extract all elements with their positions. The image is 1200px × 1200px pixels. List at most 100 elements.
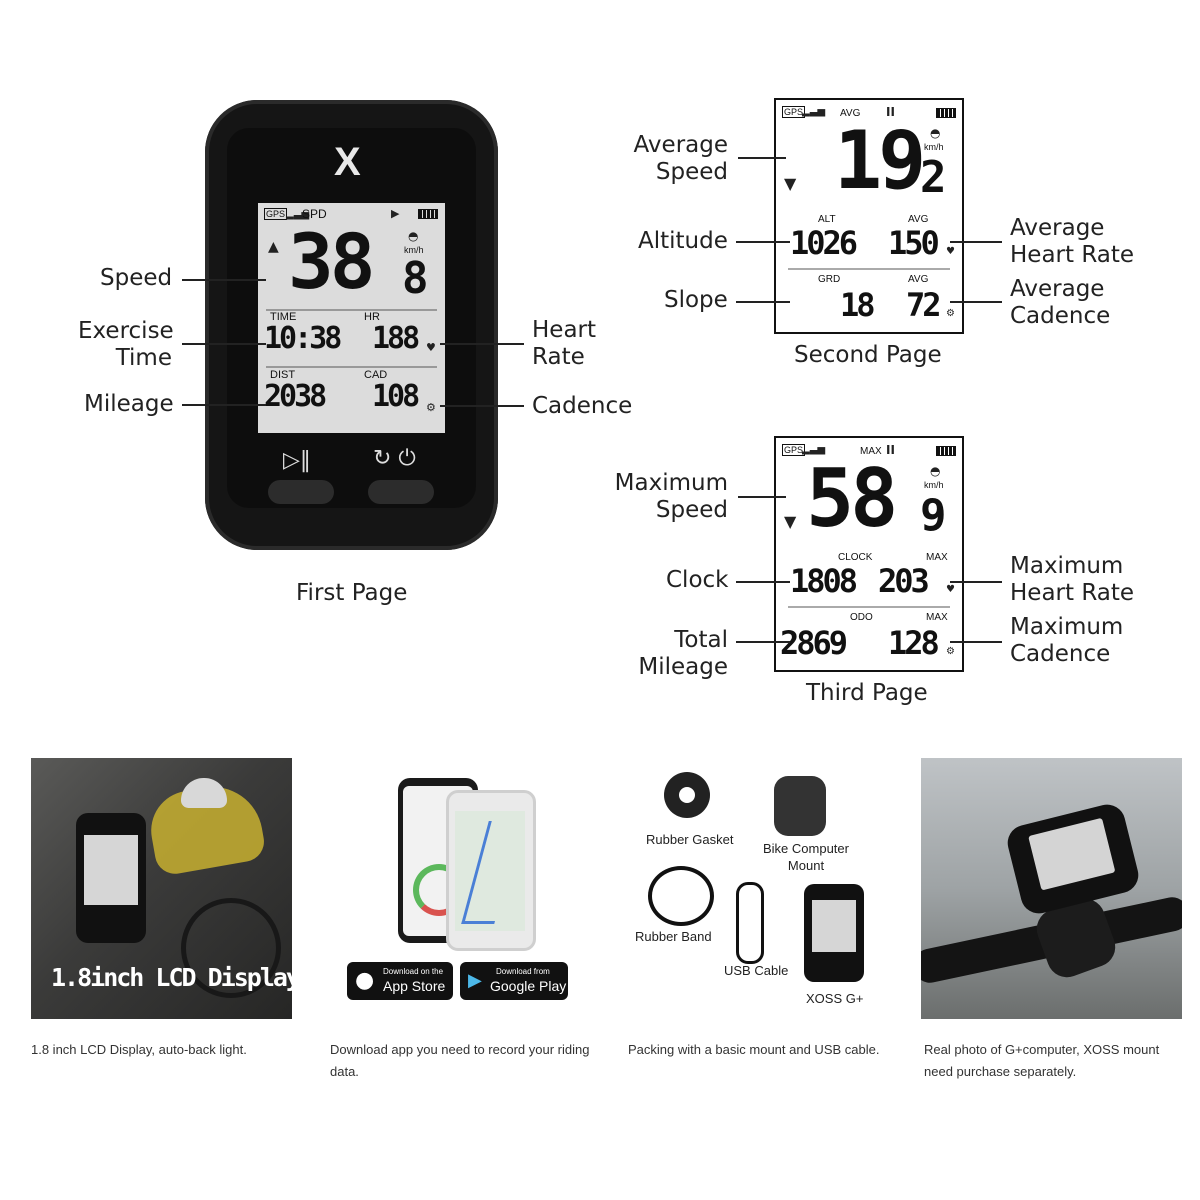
panel1-overlay-text: 1.8inch LCD Display [51, 963, 292, 992]
google-play-small-text: Download from [496, 967, 550, 976]
callout-total-mileage: Total Mileage [620, 627, 728, 681]
third-speed-minor: 9 [920, 490, 947, 541]
bike-wheel [181, 898, 281, 998]
speed-major-value: 38 [288, 217, 375, 306]
hr-value: 188 [372, 321, 420, 356]
device-logo: X [334, 140, 361, 184]
speed-minor-value: 8 [402, 253, 429, 304]
second-speed-minor: 2 [920, 152, 947, 203]
callout-line-speed [182, 279, 266, 281]
avg-cad-value: 72 [906, 286, 941, 324]
callout-line-clock [736, 581, 790, 583]
google-play-badge[interactable]: ▶ Download from Google Play [460, 962, 568, 1000]
app-store-badge[interactable]: ● Download on the App Store [347, 962, 453, 1000]
trend-up-icon: ▲ [268, 239, 279, 255]
gps-icon: GPS [782, 444, 806, 456]
callout-max-speed-line2: Speed [655, 497, 728, 523]
rubber-gasket-icon [664, 772, 710, 818]
alt-label: ALT [818, 214, 836, 225]
callout-line-avg-speed [738, 157, 786, 159]
panel3-caption: Packing with a basic mount and USB cable… [628, 1042, 880, 1057]
callout-line-mileage [182, 404, 266, 406]
lcd-divider-2 [266, 366, 437, 368]
speedometer-icon: ◓ [408, 229, 419, 243]
callout-line-avg-hr [950, 241, 1002, 243]
item-xoss-g-plus: XOSS G+ [806, 991, 864, 1006]
heart-icon: ♥ [946, 246, 955, 257]
apple-icon: ● [355, 968, 375, 993]
callout-clock: Clock [666, 567, 729, 593]
battery-icon [936, 446, 956, 456]
app-store-big-text: App Store [383, 978, 446, 994]
callout-total-mileage-line1: Total [674, 627, 728, 653]
callout-max-cad-line2: Cadence [1010, 641, 1111, 667]
phone-front [446, 790, 536, 951]
signal-icon: ▂▃▅ [802, 444, 826, 455]
panel1-caption: 1.8 inch LCD Display, auto-back light. [31, 1042, 247, 1057]
third-page-screen: GPS ▂▃▅ MAX II ▼ 58 ◓ km/h 9 CLOCK 1808 … [774, 436, 964, 672]
panel-real-photo [921, 758, 1182, 1019]
callout-max-speed: Maximum Speed [600, 470, 728, 524]
callout-speed: Speed [100, 265, 173, 291]
speedometer-icon: ◓ [930, 126, 941, 140]
map-route [455, 811, 525, 931]
avg-cad-label: AVG [908, 274, 929, 285]
callout-exercise-time: Exercise Time [78, 318, 174, 372]
time-label: TIME [270, 311, 297, 323]
play-store-icon: ▶ [468, 970, 482, 991]
third-page-title: Third Page [806, 680, 928, 706]
first-page-title: First Page [296, 580, 408, 606]
callout-line-max-cad [950, 641, 1002, 643]
clock-value: 1808 [790, 562, 858, 600]
callout-line-altitude [736, 241, 790, 243]
callout-exercise-time-line1: Exercise [78, 318, 174, 344]
callout-max-hr: Maximum Heart Rate [1010, 553, 1134, 607]
right-device-button[interactable] [368, 480, 434, 504]
panel2-caption: Download app you need to record your rid… [330, 1042, 590, 1079]
callout-heart-rate: Heart Rate [532, 317, 596, 371]
signal-icon: ▂▃▅ [802, 106, 826, 117]
heart-icon: ♥ [426, 341, 436, 354]
callout-avg-cad-line1: Average [1010, 276, 1105, 302]
item-bike-computer-mount: Bike Computer Mount [763, 841, 849, 873]
panel-app-download: ● Download on the App Store ▶ Download f… [328, 758, 589, 1019]
callout-max-hr-line1: Maximum [1010, 553, 1124, 579]
callout-slope: Slope [664, 287, 728, 313]
left-device-button[interactable] [268, 480, 334, 504]
third-speed-major: 58 [806, 452, 898, 545]
dist-label: DIST [270, 369, 296, 381]
avg-hr-label: AVG [908, 214, 929, 225]
device-on-mount [1003, 800, 1143, 918]
callout-line-max-hr [950, 581, 1002, 583]
callout-avg-cad-line2: Cadence [1010, 303, 1111, 329]
cad-label: CAD [364, 369, 388, 381]
callout-avg-hr-line1: Average [1010, 215, 1105, 241]
callout-heart-rate-line1: Heart [532, 317, 597, 343]
grd-label: GRD [818, 274, 841, 285]
cadence-icon: ⚙ [946, 646, 955, 657]
heart-icon: ♥ [946, 584, 955, 595]
panel4-caption: Real photo of G+computer, XOSS mount nee… [924, 1042, 1160, 1079]
gps-icon: GPS [264, 208, 288, 220]
pause-indicator-icon: II [886, 443, 895, 457]
callout-avg-speed: Average Speed [620, 132, 728, 186]
callout-max-hr-line2: Heart Rate [1010, 580, 1135, 606]
play-indicator-icon: ▶ [391, 207, 400, 220]
hr-label: HR [364, 311, 380, 323]
refresh-power-icon: ↻ ⏻ [373, 446, 416, 471]
panel-lcd-display-photo: 1.8inch LCD Display [31, 758, 292, 1019]
xoss-device-screen [812, 900, 856, 952]
callout-line-slope [736, 301, 790, 303]
app-store-small-text: Download on the [383, 967, 444, 976]
device-in-photo-screen [84, 835, 138, 905]
callout-line-heart-rate [440, 343, 524, 345]
callout-exercise-time-line2: Time [115, 345, 172, 371]
gps-icon: GPS [782, 106, 806, 118]
battery-icon [418, 209, 438, 219]
item-usb-cable: USB Cable [724, 963, 789, 978]
trend-down-icon: ▼ [784, 512, 797, 531]
panel-package-contents: Rubber Gasket Bike Computer Mount Rubber… [624, 758, 885, 1019]
alt-value: 1026 [790, 224, 858, 262]
play-pause-icon: ▷‖ [283, 448, 311, 473]
google-play-big-text: Google Play [490, 978, 567, 994]
